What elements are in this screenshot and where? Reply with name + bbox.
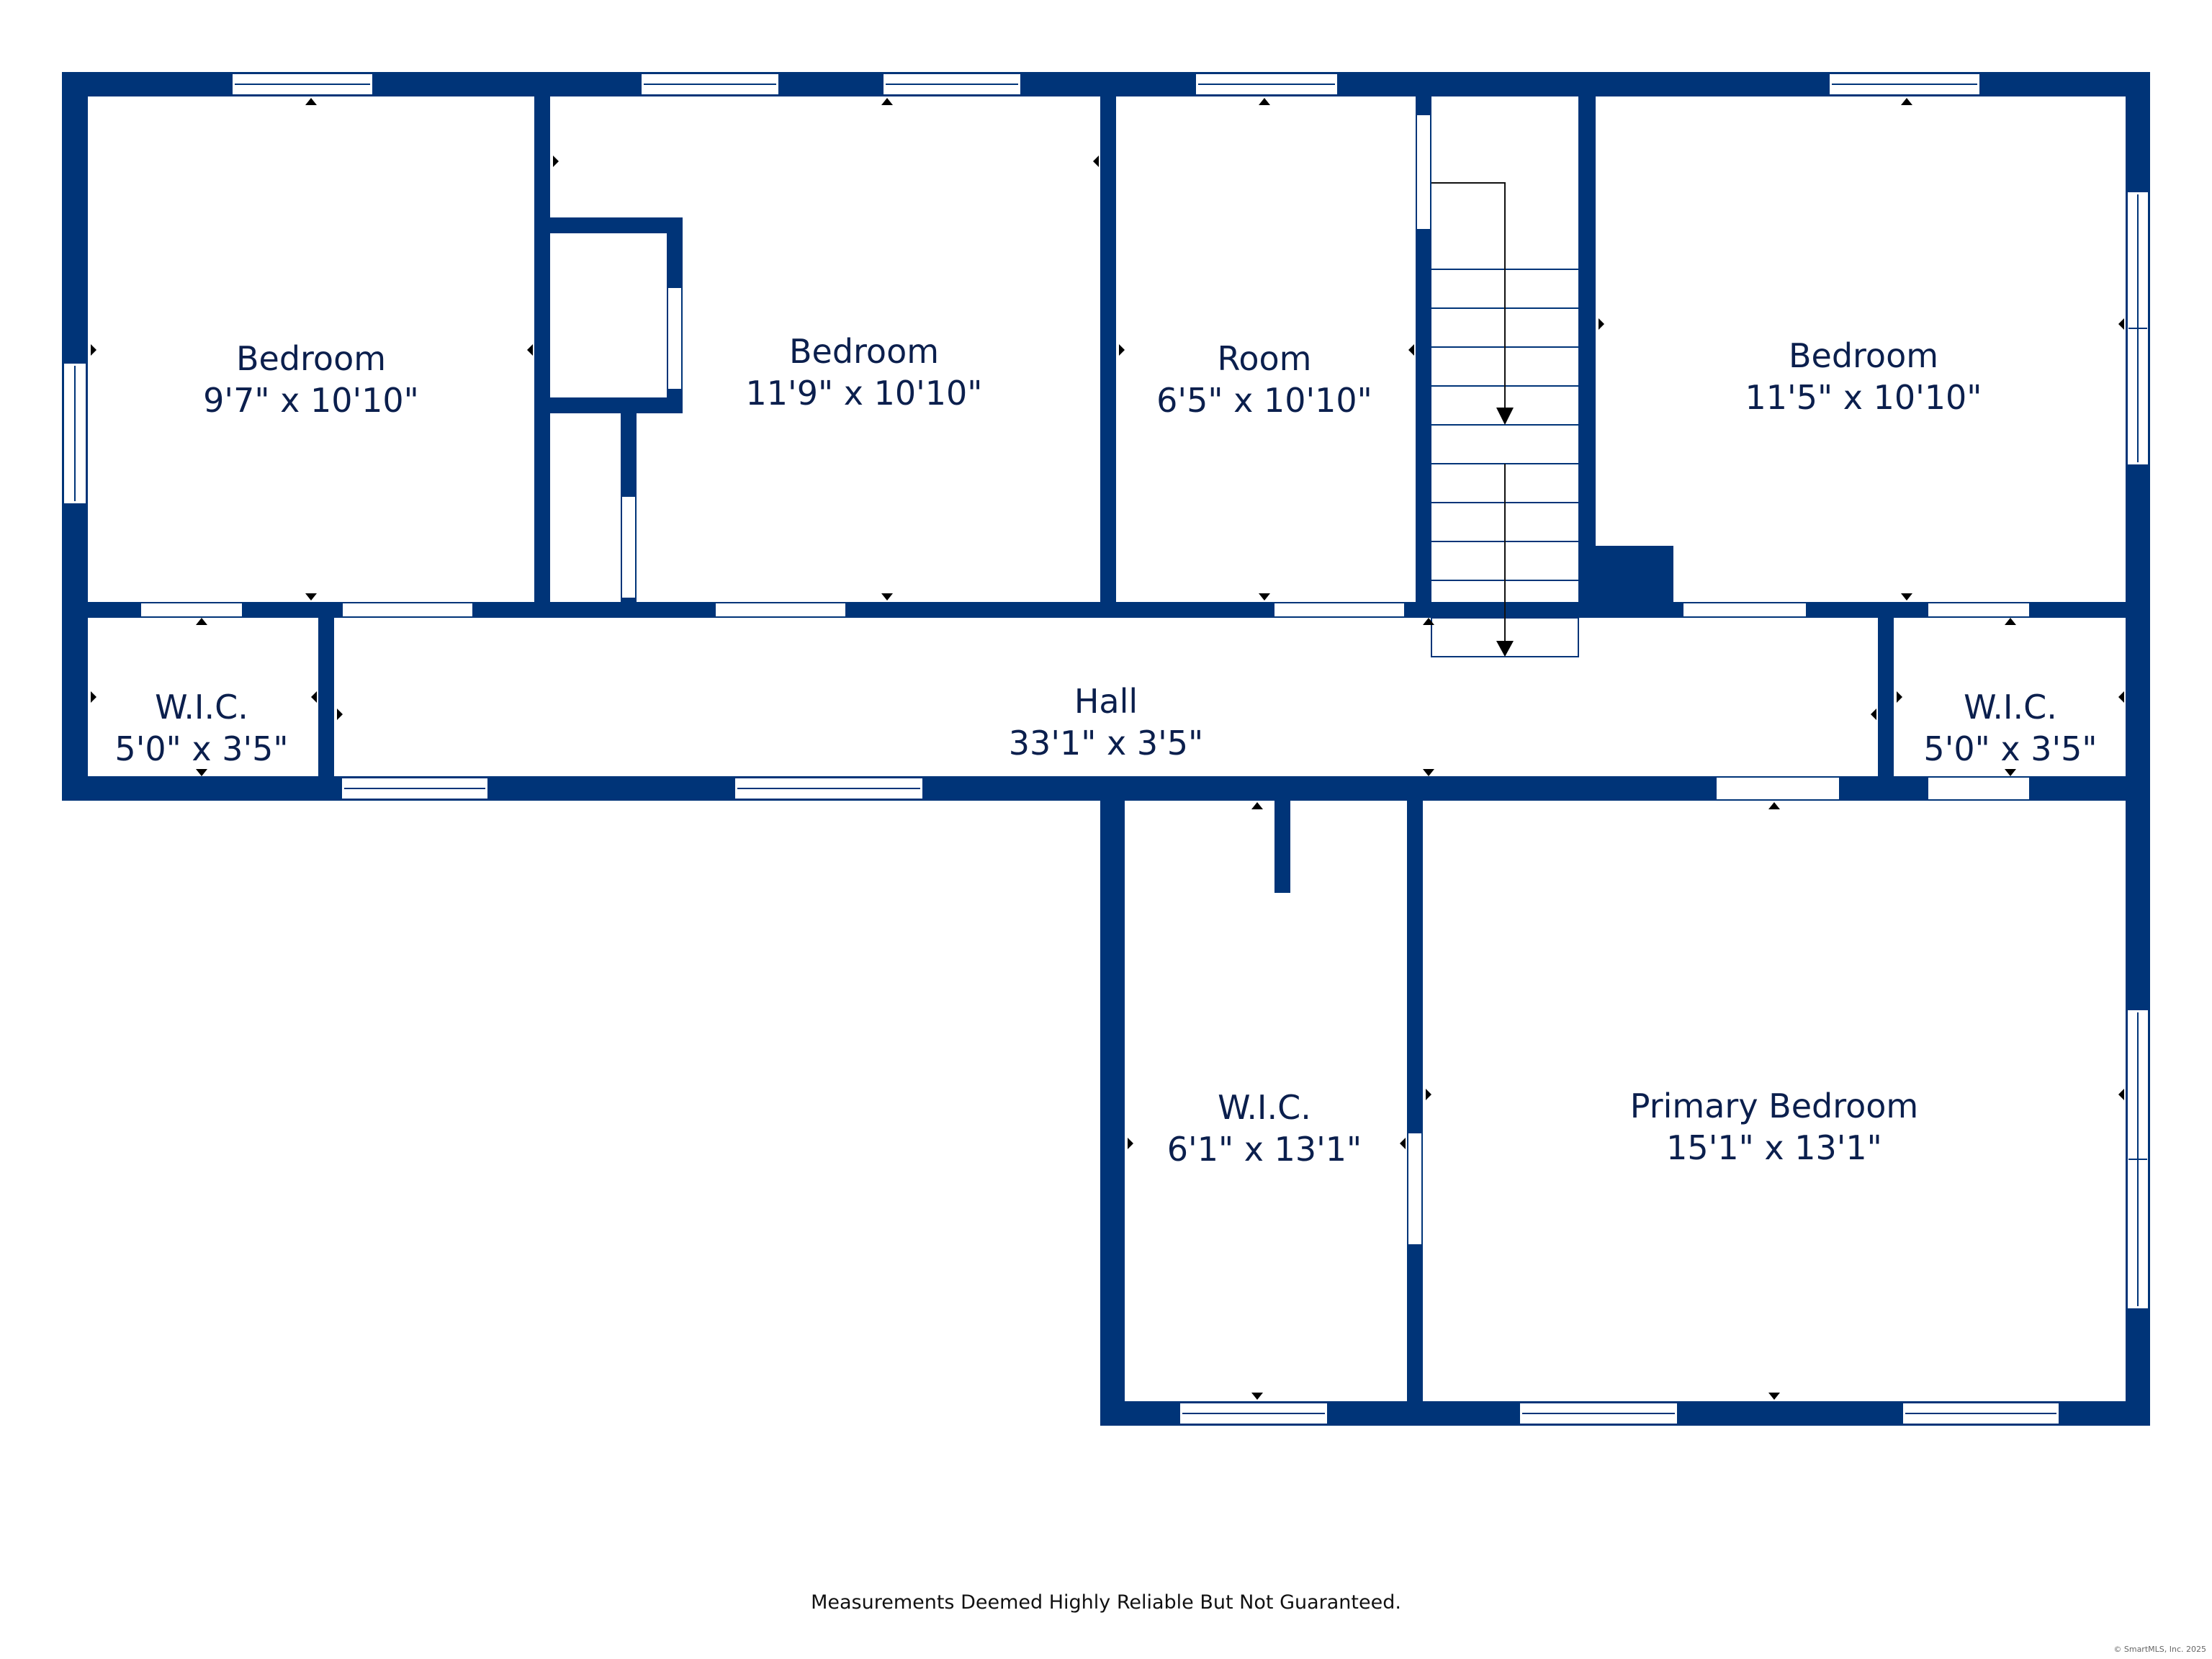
door-hall-primary — [1717, 778, 1839, 799]
door-wic-right — [1928, 603, 2029, 616]
room-name-wic-left: W.I.C. — [155, 688, 248, 727]
room-dims-bedroom-1: 9'7" x 10'10" — [203, 381, 419, 420]
staircase — [1431, 182, 1579, 657]
door-room-stairs — [1417, 115, 1430, 229]
room-dims-hall: 33'1" x 3'5" — [1009, 724, 1203, 763]
room-name-room: Room — [1218, 339, 1312, 378]
wall-closet-mid — [550, 397, 683, 413]
room-name-primary-bedroom: Primary Bedroom — [1630, 1087, 1918, 1125]
stair-arrow-upper — [1431, 182, 1506, 413]
room-dims-primary-bedroom: 15'1" x 13'1" — [1666, 1128, 1882, 1167]
door-wic-primary — [1408, 1133, 1421, 1244]
windows — [63, 73, 2149, 1425]
wall-bed1-bed2 — [534, 96, 550, 618]
room-name-wic-bottom: W.I.C. — [1218, 1088, 1311, 1127]
room-name-bedroom-2: Bedroom — [789, 332, 939, 371]
door-bed2-hall — [716, 603, 845, 616]
door-bed3-hall — [1683, 603, 1806, 616]
room-dims-bedroom-3: 11'5" x 10'10" — [1745, 378, 1982, 417]
room-labels: Bedroom 9'7" x 10'10" Bedroom 11'9" x 10… — [114, 332, 2097, 1169]
room-name-hall: Hall — [1074, 682, 1138, 721]
room-name-bedroom-1: Bedroom — [236, 339, 386, 378]
wall-stairs-bed3 — [1578, 96, 1596, 618]
wall-outer-top — [62, 72, 2150, 96]
room-dims-bedroom-2: 11'9" x 10'10" — [746, 374, 983, 413]
room-dims-wic-bottom: 6'1" x 13'1" — [1167, 1130, 1362, 1169]
door-wic-left — [141, 603, 242, 616]
door-room-hall — [1274, 603, 1404, 616]
door-closet-lower — [622, 497, 635, 598]
door-wic-right-bottom — [1928, 778, 2029, 799]
room-dims-wic-right: 5'0" x 3'5" — [1923, 729, 2097, 768]
wall-wic-right-left — [1878, 602, 1894, 801]
wall-wic-left-right — [318, 602, 334, 801]
door-closet — [668, 288, 681, 389]
wall-lower-left — [1100, 776, 1125, 1426]
room-name-bedroom-3: Bedroom — [1789, 336, 1938, 375]
wall-bed2-room — [1100, 96, 1116, 618]
door-bed1-hall — [343, 603, 472, 616]
disclaimer-text: Measurements Deemed Highly Reliable But … — [811, 1591, 1401, 1614]
copyright-text: © SmartMLS, Inc. 2025 — [2113, 1645, 2206, 1654]
wall-wic-primary — [1407, 776, 1423, 1426]
room-name-wic-right: W.I.C. — [1964, 688, 2057, 727]
stair-arrowhead-lower — [1496, 641, 1514, 657]
wall-chimney — [1578, 546, 1673, 618]
openings — [141, 115, 2029, 1244]
stair-arrowhead-upper — [1496, 408, 1514, 425]
wall-stub — [1274, 792, 1290, 893]
dimension-ticks — [91, 98, 2124, 1400]
room-dims-wic-left: 5'0" x 3'5" — [114, 729, 288, 768]
wall-closet-top — [550, 217, 683, 233]
room-dims-room: 6'5" x 10'10" — [1156, 381, 1372, 420]
